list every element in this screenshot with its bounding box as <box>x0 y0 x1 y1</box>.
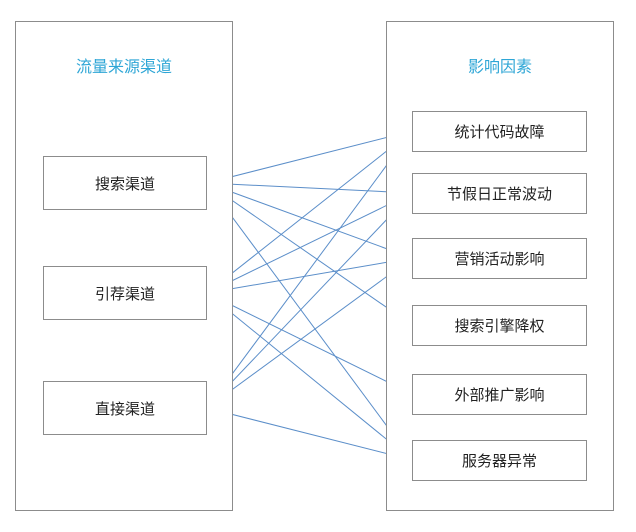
factor-node-holiday-fluctuation: 节假日正常波动 <box>412 173 587 214</box>
connection-line-0-3 <box>206 182 413 326</box>
connection-line-2-2 <box>206 257 413 409</box>
connection-line-1-0 <box>206 130 413 294</box>
connection-line-2-0 <box>206 130 413 409</box>
connection-line-0-5 <box>206 182 413 461</box>
source-node-referral: 引荐渠道 <box>43 266 207 320</box>
source-node-search: 搜索渠道 <box>43 156 207 210</box>
right-panel-title: 影响因素 <box>467 57 532 76</box>
factor-node-server-error: 服务器异常 <box>412 440 587 481</box>
connection-line-1-1 <box>206 192 413 294</box>
connection-line-0-0 <box>206 130 413 184</box>
connection-line-2-5 <box>206 407 413 461</box>
connection-line-1-5 <box>206 292 413 461</box>
factor-node-tracking-code-failure: 统计代码故障 <box>412 111 587 152</box>
factor-node-search-engine-penalty: 搜索引擎降权 <box>412 305 587 346</box>
connection-line-1-2 <box>206 257 413 294</box>
connection-line-2-1 <box>206 192 413 409</box>
source-node-direct: 直接渠道 <box>43 381 207 435</box>
factor-node-external-promotion: 外部推广影响 <box>412 374 587 415</box>
connection-line-1-4 <box>206 292 413 395</box>
connection-line-0-2 <box>206 182 413 259</box>
connection-line-0-1 <box>206 182 413 194</box>
left-panel-title: 流量来源渠道 <box>75 57 172 76</box>
factor-node-marketing-impact: 营销活动影响 <box>412 238 587 279</box>
